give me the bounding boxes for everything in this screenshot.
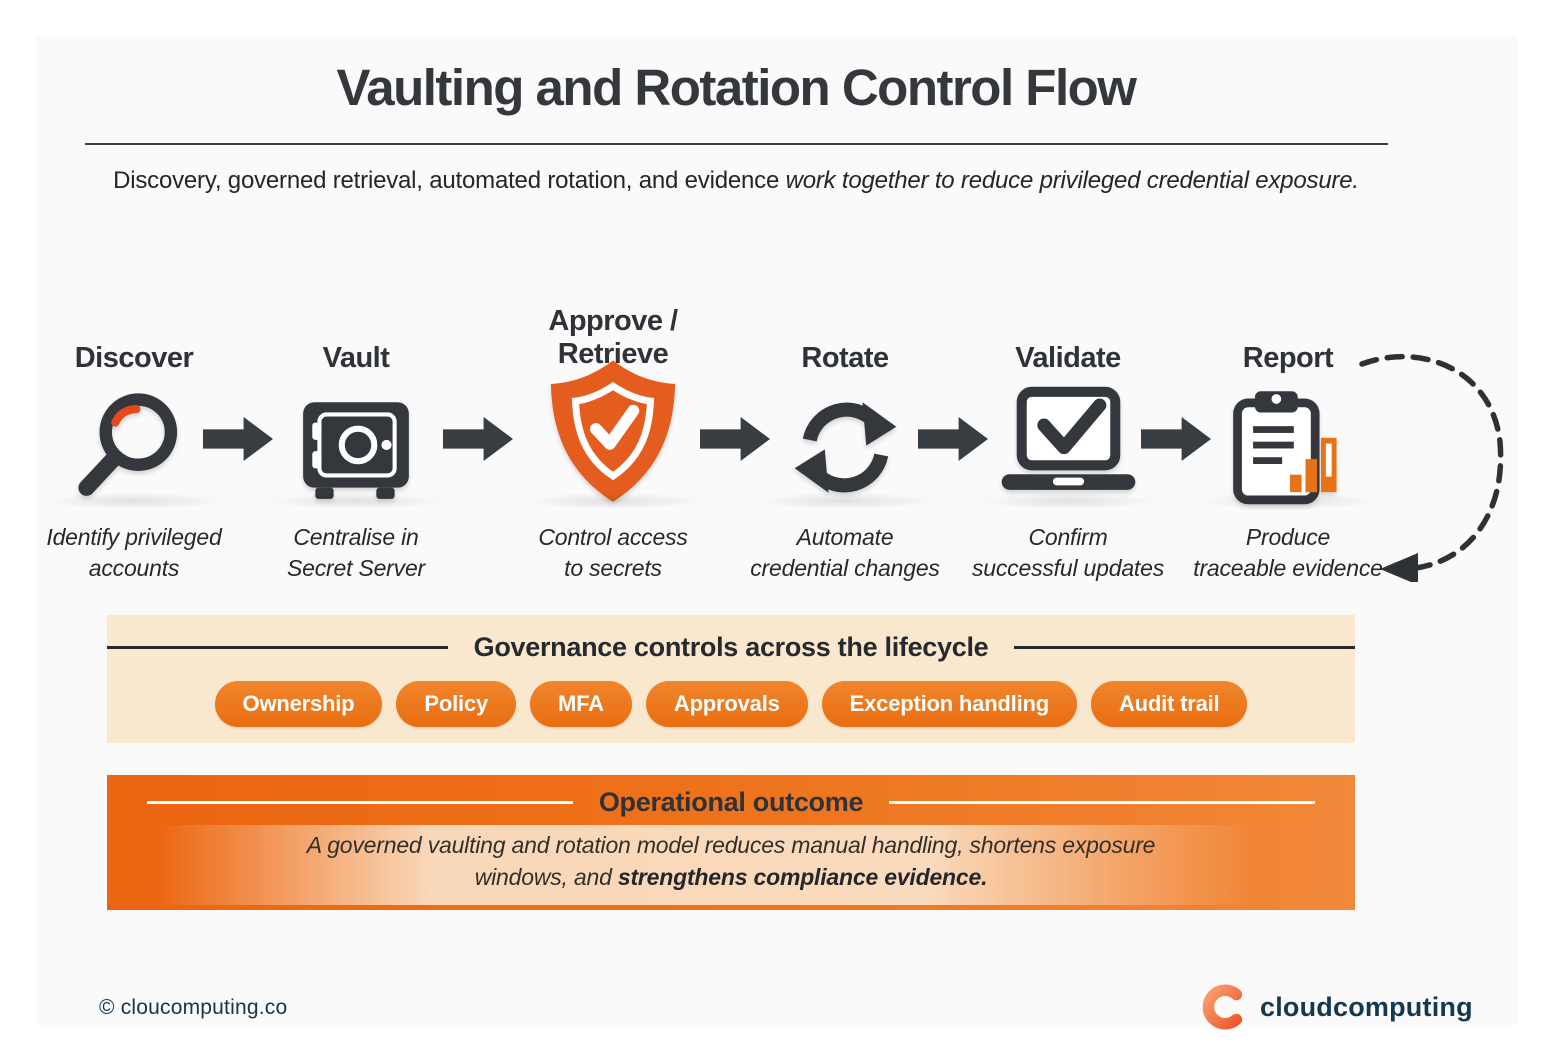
title-divider xyxy=(85,143,1388,145)
outcome-title-line-right xyxy=(889,801,1315,804)
page-title: Vaulting and Rotation Control Flow xyxy=(336,59,1137,116)
laptop-check-icon xyxy=(1001,386,1135,490)
outcome-title: Operational outcome xyxy=(598,787,864,817)
subtitle-emphasis: work together to reduce privileged crede… xyxy=(785,167,1360,194)
step-caption: Confirm successful updates xyxy=(971,524,1164,581)
governance-title-line-left xyxy=(107,646,448,649)
governance-band: Governance controls across the lifecycle… xyxy=(107,615,1356,743)
page-subtitle: Discovery, governed retrieval, automated… xyxy=(36,167,1436,195)
governance-title-line-right xyxy=(1014,646,1356,649)
loopback-dashed-arrow xyxy=(1359,354,1504,582)
pill-policy: Policy xyxy=(396,681,517,727)
brand-lockup: cloudcomputing xyxy=(1200,984,1473,1030)
pill-mfa: MFA xyxy=(530,681,632,727)
icon-shadow xyxy=(261,492,451,510)
icon-shadow xyxy=(1193,492,1383,510)
icon-shadow xyxy=(39,492,229,510)
icon-shadow xyxy=(973,492,1163,510)
shield-check-icon xyxy=(550,360,676,502)
safe-icon xyxy=(303,402,409,499)
pill-audit-trail: Audit trail xyxy=(1090,681,1248,727)
outcome-body-lead: A governed vaulting and rotation model r… xyxy=(306,832,1156,890)
outcome-title-line-left xyxy=(147,801,573,804)
rotate-arrows-icon xyxy=(794,401,896,493)
icon-shadow xyxy=(750,492,940,510)
step-label: Report xyxy=(1242,342,1334,374)
icon-shadow xyxy=(518,492,708,510)
step-caption: Identify privileged accounts xyxy=(46,524,222,581)
outcome-body: A governed vaulting and rotation model r… xyxy=(107,829,1355,893)
step-label: Rotate xyxy=(801,342,889,374)
governance-pill-row: Ownership Policy MFA Approvals Exception… xyxy=(107,681,1355,727)
governance-title: Governance controls across the lifecycle xyxy=(473,632,989,662)
outcome-highlight-stripe xyxy=(107,825,1355,905)
brand-name: cloudcomputing xyxy=(1260,991,1473,1022)
copyright-text: © cloucomputing.co xyxy=(99,996,288,1019)
step-caption: Automate credential changes xyxy=(750,524,940,581)
pill-approvals: Approvals xyxy=(645,681,808,727)
pill-exception-handling: Exception handling xyxy=(821,681,1077,727)
magnifier-icon xyxy=(77,392,177,496)
subtitle-lead: Discovery, governed retrieval, automated… xyxy=(113,167,786,194)
step-caption: Control access to secrets xyxy=(538,524,688,581)
step-label: Vault xyxy=(322,342,390,374)
step-caption: Produce traceable evidence xyxy=(1193,524,1383,581)
step-label: Validate xyxy=(1015,342,1121,374)
clipboard-chart-icon xyxy=(1233,390,1337,504)
outcome-band: Operational outcome A governed vaulting … xyxy=(107,775,1355,910)
step-label: Approve / Retrieve xyxy=(548,305,678,370)
outcome-body-emphasis: strengthens compliance evidence. xyxy=(617,864,988,890)
step-caption: Centralise in Secret Server xyxy=(286,524,425,581)
step-label: Discover xyxy=(74,342,194,374)
cloudcomputing-logo-icon xyxy=(1202,984,1243,1030)
pill-ownership: Ownership xyxy=(214,681,383,727)
